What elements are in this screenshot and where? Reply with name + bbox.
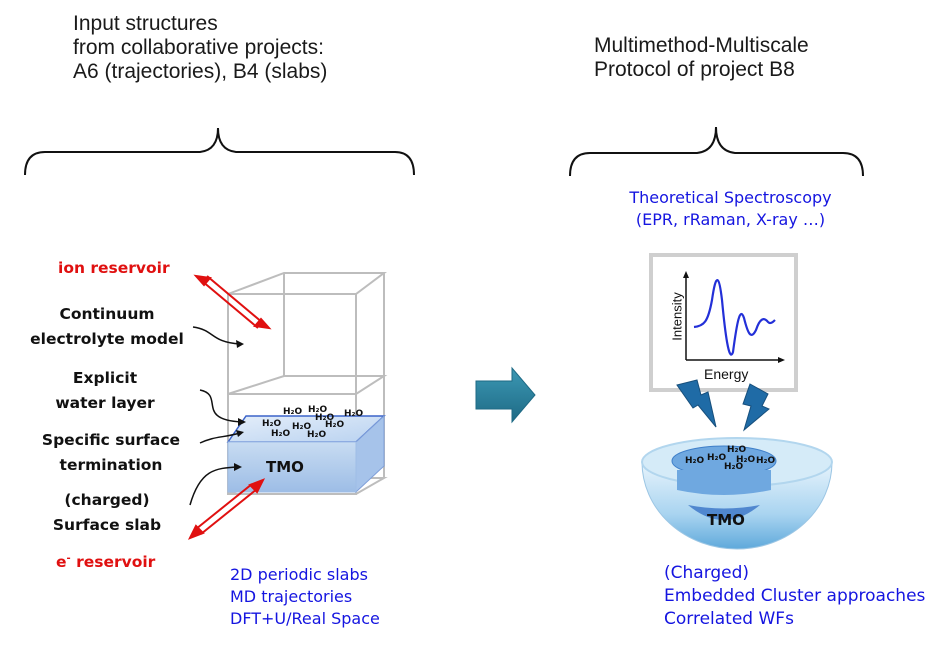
electron-symbol: e [56, 553, 67, 572]
continuum-line: electrolyte model [30, 330, 184, 348]
ion-reservoir-arrows [193, 274, 272, 330]
right-heading-line: Protocol of project B8 [594, 58, 795, 81]
water-molecule: H₂O [685, 456, 705, 466]
electron-charge: - [66, 553, 71, 564]
right-bottom-list: (Charged) Embedded Cluster approaches Co… [664, 562, 925, 631]
water-molecule: H₂O [727, 445, 747, 455]
slab-line: (charged) [64, 491, 150, 509]
water-molecule: H₂O [292, 422, 312, 432]
water-molecule: H₂O [724, 462, 744, 472]
continuum-line: Continuum [59, 305, 155, 323]
right-bottom-line: Correlated WFs [664, 609, 794, 629]
spectrum-curve [693, 279, 776, 356]
water-molecule: H₂O [325, 420, 345, 430]
water-molecule: H₂O [308, 405, 328, 415]
water-layer-line: Explicit [72, 369, 138, 387]
plot-x-label: Energy [704, 366, 749, 382]
center-arrow-icon [475, 366, 536, 424]
e-reservoir-text: reservoir [70, 553, 156, 572]
plot-y-label: Intensity [669, 292, 685, 341]
water-molecule: H₂O [283, 407, 303, 417]
water-molecule: H₂O [271, 429, 291, 439]
pointer-arrows [189, 326, 243, 506]
continuum-label: Continuum electrolyte model [22, 302, 192, 352]
spectrum-axes [685, 275, 781, 361]
pointer-arrowheads [234, 340, 246, 471]
left-bottom-line: MD trajectories [230, 587, 353, 606]
spectroscopy-label: Theoretical Spectroscopy (EPR, rRaman, X… [620, 187, 841, 231]
slab-label: (charged) Surface slab [32, 488, 182, 538]
right-heading-line: Multimethod-Multiscale [594, 34, 809, 57]
termination-line: Specific surface [41, 431, 181, 449]
left-bottom-line: DFT+U/Real Space [230, 609, 380, 628]
left-brace [24, 127, 415, 176]
tmo-cluster-label: TMO [707, 511, 745, 529]
right-brace [569, 126, 864, 177]
left-heading-line: Input structures [73, 12, 218, 35]
water-molecule: H₂O [315, 413, 335, 423]
water-molecule: H₂O [344, 409, 364, 419]
termination-line: termination [59, 456, 163, 474]
left-bottom-line: 2D periodic slabs [230, 565, 368, 584]
e-reservoir-arrows [187, 478, 266, 540]
ion-reservoir-label: ion reservoir [58, 259, 170, 277]
left-heading: Input structures from collaborative proj… [73, 12, 327, 84]
embedded-cluster-bowl [641, 437, 833, 550]
water-molecule: H₂O [307, 430, 327, 440]
left-heading-line: A6 (trajectories), B4 (slabs) [73, 60, 328, 83]
water-layer-line: water layer [55, 394, 155, 412]
left-bottom-list: 2D periodic slabs MD trajectories DFT+U/… [230, 564, 380, 630]
spectroscopy-line: Theoretical Spectroscopy [629, 188, 832, 207]
water-molecule: H₂O [262, 419, 282, 429]
tmo-slab [226, 414, 386, 494]
right-bottom-line: Embedded Cluster approaches [664, 586, 926, 606]
water-layer-label: Explicit water layer [30, 366, 180, 416]
lightning-bolt-icon [742, 383, 770, 432]
spectroscopy-line: (EPR, rRaman, X-ray …) [635, 210, 826, 229]
termination-label: Specific surface termination [22, 428, 200, 478]
e-reservoir-label: e- reservoir [56, 546, 155, 575]
water-molecule: H₂O [707, 453, 727, 463]
right-bottom-line: (Charged) [664, 563, 750, 583]
left-heading-line: from collaborative projects: [73, 36, 324, 59]
water-molecule: H₂O [736, 455, 756, 465]
right-heading: Multimethod-Multiscale Protocol of proje… [594, 34, 809, 82]
lightning-bolt-icon [676, 379, 717, 428]
tmo-slab-label: TMO [266, 458, 304, 476]
water-molecule: H₂O [756, 456, 776, 466]
slab-line: Surface slab [52, 516, 162, 534]
